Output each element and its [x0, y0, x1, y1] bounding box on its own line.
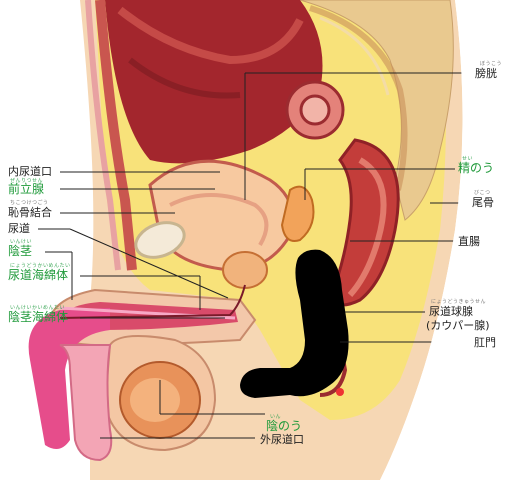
prostate [222, 251, 268, 289]
label-cowper-gland: (カウパー腺) [426, 319, 490, 332]
label-bulbourethral-gland: 尿道球腺 [429, 305, 473, 318]
ruby-penis: いんけい [10, 239, 33, 245]
label-bladder: 膀胱 [475, 67, 497, 80]
ruby-seminal-vesicle: せい [462, 156, 474, 162]
leader-lines [38, 72, 470, 439]
ruby-bulbourethral-gland: にょうどうきゅうせん [431, 299, 487, 305]
glans [59, 344, 113, 462]
ruby-corpus-cavernosum: いんけいかいめんたい [10, 305, 66, 311]
label-coccyx: 尾骨 [472, 196, 494, 209]
corpus-spongiosum [28, 308, 110, 449]
label-rectum: 直腸 [458, 235, 480, 248]
ruby-pubic-symphysis: ちこつけつごう [10, 200, 49, 206]
urethra [59, 284, 246, 319]
label-external-urethral-orifice: 外尿道口 [260, 433, 304, 446]
label-seminal-vesicle: 精のう [458, 161, 495, 175]
label-corpus-cavernosum: 陰茎海綿体 [8, 310, 69, 324]
ruby-bladder: ぼうこう [480, 61, 503, 67]
label-internal-urethral-orifice: 内尿道口 [8, 165, 52, 178]
sacrum-spine [299, 0, 454, 221]
ruby-prostate: ぜんりつせん [10, 178, 44, 184]
label-penis: 陰茎 [8, 244, 33, 258]
label-anus: 肛門 [474, 336, 496, 349]
pubic-symphysis [134, 221, 186, 259]
ruby-corpus-spongiosum: にょうどうかいめんたい [10, 263, 71, 269]
abdominal-cavity [105, 0, 323, 164]
intestine-loops [285, 80, 345, 140]
label-scrotum: 陰のう [266, 419, 303, 433]
label-corpus-spongiosum: 尿道海綿体 [8, 268, 69, 282]
black-mask [240, 249, 349, 398]
ruby-coccyx: びこつ [474, 190, 491, 196]
label-prostate: 前立腺 [8, 182, 45, 196]
seminal-vesicle [280, 185, 315, 242]
ruby-scrotum: いん [270, 414, 282, 420]
label-pubic-symphysis: 恥骨結合 [8, 206, 52, 219]
label-urethra: 尿道 [8, 222, 30, 235]
